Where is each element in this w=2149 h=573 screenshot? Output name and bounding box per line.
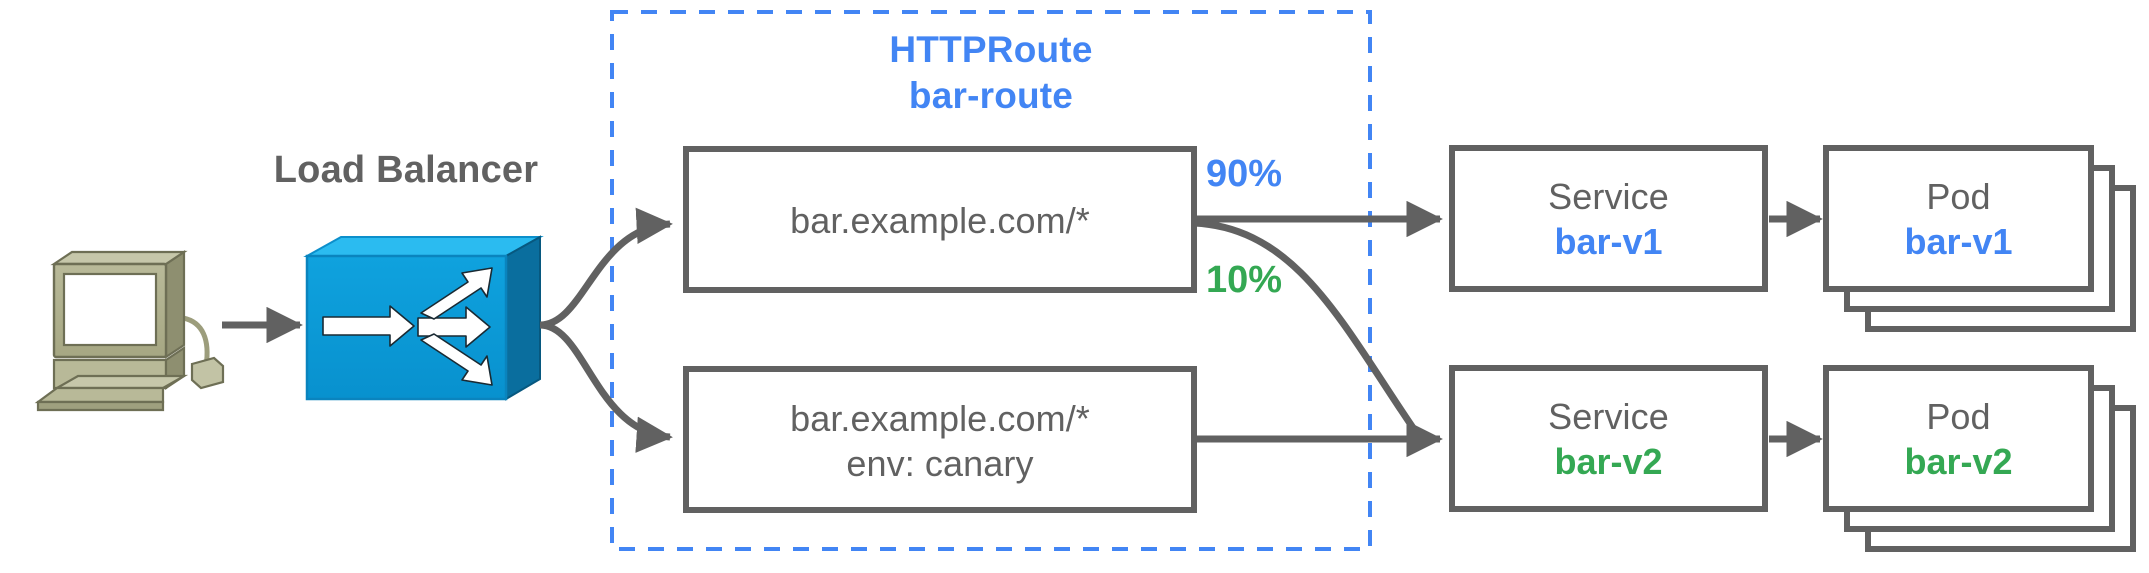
pod-box-v2	[1823, 365, 2094, 512]
load-balancer-label: Load Balancer	[273, 149, 539, 191]
rule-canary-line2: env: canary	[846, 443, 1034, 484]
pod-stack-v1	[1823, 145, 2136, 332]
rule-canary-line1: bar.example.com/*	[790, 398, 1090, 439]
arrow-lb-to-rule-primary	[539, 207, 673, 329]
service-v1-name: bar-v1	[1554, 221, 1663, 262]
service-v1-kind: Service	[1548, 176, 1669, 217]
pod-v1-name: bar-v1	[1904, 221, 2013, 262]
weight-label-90: 90%	[1206, 153, 1283, 195]
weight-label-10: 10%	[1206, 259, 1283, 301]
pod-box-v1	[1823, 145, 2094, 292]
rule-primary-line1: bar.example.com/*	[790, 200, 1090, 241]
rule-box-canary	[683, 366, 1197, 513]
pod-v1-kind: Pod	[1926, 176, 1991, 217]
service-v2-name: bar-v2	[1554, 441, 1663, 482]
desktop-computer-icon	[34, 249, 225, 412]
pod-stack-v2	[1823, 365, 2136, 552]
arrow-lb-to-rule-canary	[539, 321, 673, 453]
rule-box-primary	[683, 146, 1197, 293]
pod-v2-kind: Pod	[1926, 396, 1991, 437]
service-box-v1	[1449, 145, 1768, 292]
httproute-boundary-box	[610, 10, 1372, 551]
pod-v2-name: bar-v2	[1904, 441, 2013, 482]
httproute-name-label: bar-route	[908, 75, 1074, 116]
service-box-v2	[1449, 365, 1768, 512]
arrow-rule-primary-to-service-v2	[1193, 219, 1423, 440]
load-balancer-switch-icon	[303, 235, 544, 401]
httproute-kind-label: HTTPRoute	[889, 29, 1093, 70]
service-v2-kind: Service	[1548, 396, 1669, 437]
